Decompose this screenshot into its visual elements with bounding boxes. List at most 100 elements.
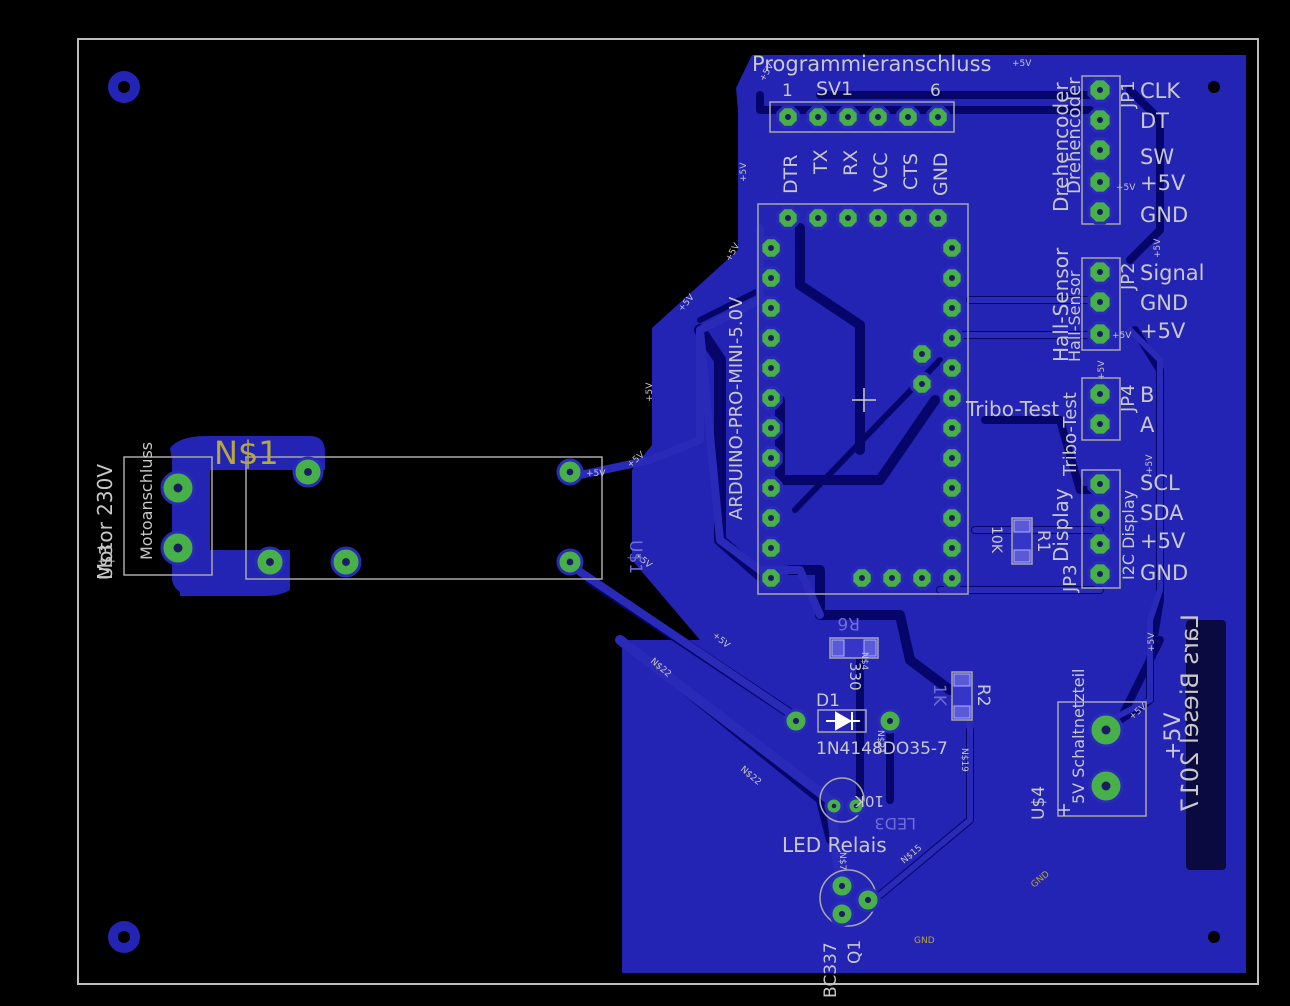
arduino-top-pad-3-drill bbox=[845, 215, 851, 221]
arduino-left-pad-3-drill bbox=[768, 305, 774, 311]
jp3-pad-2-drill bbox=[1097, 511, 1103, 517]
q1-part-label: BC337 bbox=[821, 942, 841, 998]
arduino-right-pad-11-drill bbox=[949, 545, 955, 551]
tribo-test-label-1: Tribo-Test bbox=[965, 397, 1059, 421]
arduino-left-pad-2-drill bbox=[768, 275, 774, 281]
led-relais-label: LED Relais bbox=[782, 833, 887, 857]
r1-label: R1 bbox=[1033, 530, 1053, 553]
plus5v-psu-label: +5V bbox=[1161, 713, 1186, 760]
arduino-top-pad-6-drill bbox=[935, 215, 941, 221]
jp3-pin-scl: SCL bbox=[1140, 471, 1180, 495]
display-label: Display bbox=[1049, 488, 1073, 562]
net-21-label: N$21 bbox=[875, 730, 885, 754]
relay-pad-5-drill bbox=[566, 558, 574, 566]
jp2-pin-gnd: GND bbox=[1140, 291, 1188, 315]
arduino-inner-pad-2-drill bbox=[919, 381, 925, 387]
i2c-display-label: I2C Display bbox=[1119, 490, 1138, 580]
jp1-pad-4-drill bbox=[1097, 179, 1103, 185]
r1-pad-1 bbox=[1013, 519, 1031, 533]
q1-pad-2-drill bbox=[864, 896, 872, 904]
jp1-pad-2-drill bbox=[1097, 117, 1103, 123]
jp2-pad-2-drill bbox=[1097, 299, 1103, 305]
arduino-right-pad-2-drill bbox=[949, 275, 955, 281]
sv1-pin1-label: 1 bbox=[782, 81, 793, 101]
jp2-pin-5v: +5V bbox=[1140, 319, 1186, 343]
arduino-left-pad-8-drill bbox=[768, 455, 774, 461]
relay-outline bbox=[245, 456, 603, 580]
tribo-test-label-2: Tribo-Test bbox=[1060, 392, 1081, 477]
jp4-pin-b: B bbox=[1140, 383, 1154, 407]
mounting-holes bbox=[108, 71, 1230, 953]
arduino-right-pad-8-drill bbox=[949, 455, 955, 461]
relay-pad-4-drill bbox=[566, 468, 574, 476]
arduino-left-pad-10-drill bbox=[768, 515, 774, 521]
d1-pad-2-drill bbox=[886, 717, 894, 725]
psu-pad-1-drill bbox=[1101, 725, 1111, 735]
jp1-label: JP1 bbox=[1118, 80, 1139, 109]
motor-pad-1-drill bbox=[173, 483, 183, 493]
net-5v-right-3: +5V bbox=[1153, 238, 1163, 258]
arduino-top-pad-1-drill bbox=[785, 215, 791, 221]
hall-sensor-label-1: Hall-Sensor bbox=[1049, 247, 1073, 362]
relay-pad-3-drill bbox=[342, 558, 350, 566]
arduino-left-pad-6-drill bbox=[768, 395, 774, 401]
author-box bbox=[1186, 620, 1226, 870]
sv1-label: SV1 bbox=[816, 78, 853, 100]
jp3-pad-4-drill bbox=[1097, 571, 1103, 577]
arduino-bottom-pad-2-drill bbox=[889, 575, 895, 581]
jp1-pin-clk: CLK bbox=[1140, 79, 1181, 103]
jp2-pad-3-drill bbox=[1097, 331, 1103, 337]
arduino-right-pad-12-drill bbox=[949, 575, 955, 581]
arduino-right-pad-1-drill bbox=[949, 245, 955, 251]
arduino-left-pad-12-drill bbox=[768, 575, 774, 581]
net-gnd-2: GND bbox=[914, 936, 935, 946]
jp1-pin-sw: SW bbox=[1140, 145, 1174, 169]
d1-label: D1 bbox=[816, 691, 840, 711]
motor-connector-outline bbox=[123, 456, 213, 576]
psu-connector-outline bbox=[1057, 701, 1147, 817]
jp2-outline bbox=[1081, 257, 1121, 351]
sv1-pad-6-drill bbox=[935, 114, 941, 120]
net-5v-relay: +5V bbox=[586, 469, 606, 479]
arduino-bottom-pad-3-drill bbox=[919, 575, 925, 581]
led-pad-2-drill bbox=[853, 803, 859, 809]
d1-pad-1-drill bbox=[792, 717, 800, 725]
r2-label: R2 bbox=[973, 684, 993, 707]
us1-label: U$1 bbox=[625, 540, 645, 574]
sv1-pad-5-drill bbox=[905, 114, 911, 120]
r6-pad-2 bbox=[863, 639, 877, 657]
led3-label: LED3 bbox=[874, 814, 916, 833]
jp4-pin-labels: BA bbox=[1140, 383, 1155, 437]
psu-pad-2-drill bbox=[1101, 781, 1111, 791]
led-value: 10K bbox=[854, 792, 884, 810]
jp4-pad-1-drill bbox=[1097, 391, 1103, 397]
q1-label: Q1 bbox=[845, 940, 865, 964]
net-5v-right-4: +5V bbox=[1112, 331, 1132, 341]
us4-label: U$4 bbox=[1029, 786, 1049, 820]
net-5v-top: +5V bbox=[1012, 59, 1032, 69]
jp3-pad-3-drill bbox=[1097, 541, 1103, 547]
hall-sensor-label-2: Hall-Sensor bbox=[1065, 270, 1084, 362]
sv1-pin-cts: CTS bbox=[900, 153, 922, 190]
r6-pad-1 bbox=[831, 639, 845, 657]
diode-part-label: 1N4148DO35-7 bbox=[816, 739, 948, 759]
r1-pad-2 bbox=[1013, 549, 1031, 563]
jp3-outline bbox=[1081, 469, 1121, 589]
ns1-label: N$1 bbox=[214, 434, 279, 472]
sv1-pin-dtr: DTR bbox=[780, 155, 802, 194]
sv1-pin-gnd: GND bbox=[930, 152, 952, 196]
motor-label: Motor 230V bbox=[93, 464, 117, 580]
arduino-top-pad-4-drill bbox=[875, 215, 881, 221]
arduino-right-pad-7-drill bbox=[949, 425, 955, 431]
jp1-pad-3-drill bbox=[1097, 147, 1103, 153]
jp1-pad-5-drill bbox=[1097, 209, 1103, 215]
r1-value: 10K bbox=[988, 526, 1004, 554]
led-pad-1-drill bbox=[831, 803, 837, 809]
schaltnetzteil-label: 5V Schaltnetzteil bbox=[1069, 669, 1088, 805]
sv1-pad-4-drill bbox=[875, 114, 881, 120]
sv1-pad-2-drill bbox=[815, 114, 821, 120]
net-5v-right-5: +5V bbox=[1097, 360, 1107, 380]
drehencoder-label-1: Drehencoder bbox=[1049, 82, 1073, 212]
